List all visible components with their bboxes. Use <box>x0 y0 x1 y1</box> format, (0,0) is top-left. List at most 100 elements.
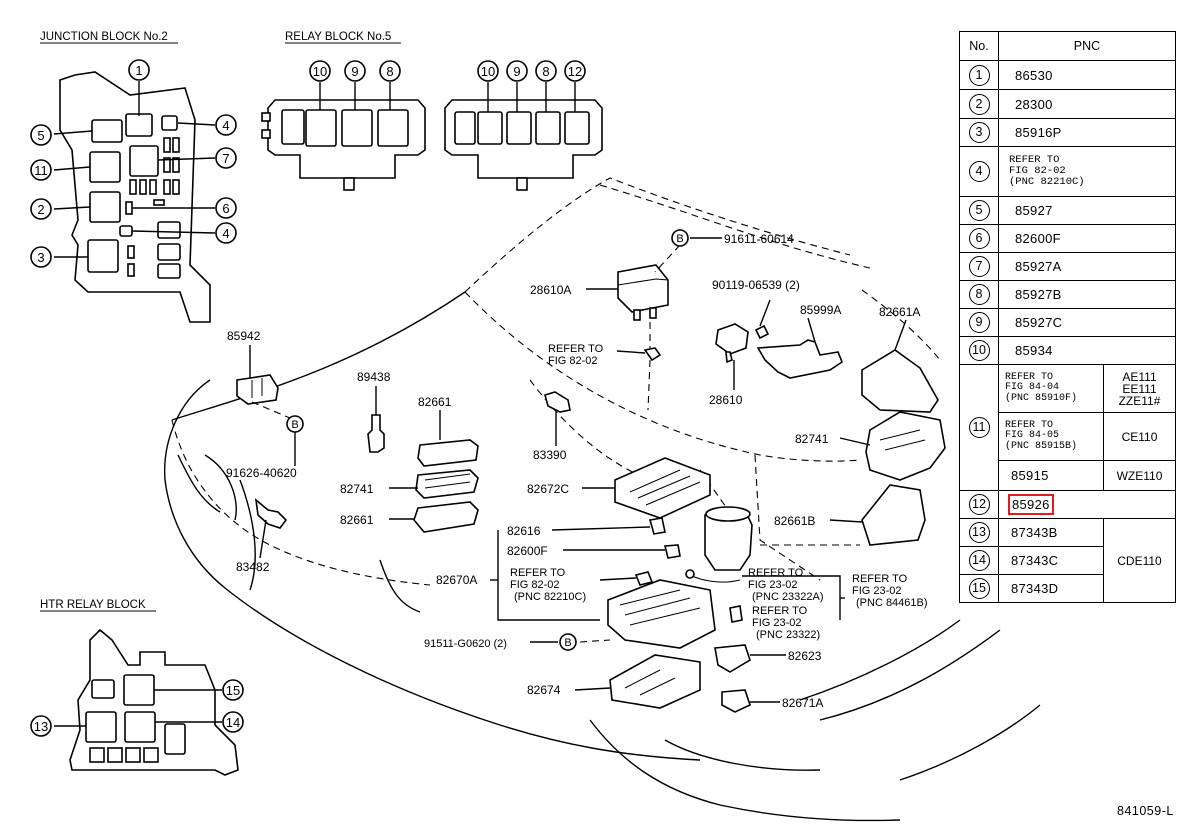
label-89438: 89438 <box>357 370 391 384</box>
junction-block-no2: JUNCTION BLOCK No.2 <box>40 31 216 323</box>
row-pnc[interactable]: 82600F <box>1015 231 1061 246</box>
row-number: 6 <box>968 228 990 249</box>
row-pnc[interactable]: 85927B <box>1015 287 1062 302</box>
row-pnc[interactable]: 87343D <box>1011 581 1059 596</box>
figure-code: 841059-L <box>1117 804 1174 818</box>
row-pnc[interactable]: 87343B <box>1011 525 1058 540</box>
row-number: 8 <box>968 284 990 305</box>
row-number: 9 <box>968 312 990 333</box>
label-refer-23322-a: REFER TO <box>752 605 808 617</box>
label-refer-23322a-a: REFER TO <box>748 567 804 579</box>
row-pnc[interactable]: 85927C <box>1015 315 1063 330</box>
highlighted-pnc[interactable]: 85926 <box>1008 494 1054 515</box>
callout-4-top: 4 <box>222 118 229 133</box>
row-pnc[interactable]: 85916P <box>1015 125 1062 140</box>
callout-8-left: 8 <box>386 64 393 79</box>
label-82661a: 82661A <box>879 305 920 319</box>
row-pnc[interactable]: 86530 <box>1015 67 1053 83</box>
note-line: (PNC 85910F) <box>1005 392 1078 404</box>
callout-5: 5 <box>37 128 44 143</box>
label-refer-23322-b: FIG 23-02 <box>752 617 802 629</box>
row-number: 14 <box>968 550 990 571</box>
label-82741-right: 82741 <box>795 432 829 446</box>
row-pnc[interactable]: 85915 <box>1011 468 1049 483</box>
callout-1: 1 <box>135 63 142 78</box>
row-number: 13 <box>968 522 990 543</box>
label-refer-23322a-b: FIG 23-02 <box>748 579 798 591</box>
table-header: No. PNC <box>959 31 1176 61</box>
note-line: (PNC 82210C) <box>1009 176 1085 188</box>
label-91511: 91511-G0620 (2) <box>424 638 507 650</box>
callout-9-right: 9 <box>513 64 520 79</box>
callout-4-bottom: 4 <box>222 226 229 241</box>
label-82741-left: 82741 <box>340 482 374 496</box>
table-row-11a: 11 REFER TO FIG 84-04 (PNC 85910F) AE111… <box>959 364 1176 491</box>
label-82661-top: 82661 <box>418 395 452 409</box>
row-number: 11 <box>968 417 990 438</box>
label-28610: 28610 <box>709 393 743 407</box>
table-row: 13 87343B CDE110 <box>959 518 1176 603</box>
relay-block-title: RELAY BLOCK No.5 <box>285 31 391 43</box>
table-row-11c: 85915 WZE110 <box>960 460 1176 491</box>
callout-3: 3 <box>37 250 44 265</box>
callout-10-left: 10 <box>313 64 327 79</box>
label-refer-84461b-c: (PNC 84461B) <box>856 597 928 609</box>
part-labels: 85942 91626-40620 83482 89438 82661 8274… <box>226 232 928 710</box>
row-number: 5 <box>968 200 990 221</box>
table-row-11b: REFER TO FIG 84-05 (PNC 85915B) CE110 <box>960 412 1176 461</box>
label-83482: 83482 <box>236 560 270 574</box>
label-refer-84461b-b: FIG 23-02 <box>852 585 902 597</box>
label-refer-82210c-b: FIG 82-02 <box>510 579 560 591</box>
callout-9-left: 9 <box>351 64 358 79</box>
vehicle-outline <box>163 177 1041 822</box>
label-91611: 91611-60614 <box>724 232 794 246</box>
label-82600f: 82600F <box>507 544 548 558</box>
row-pnc[interactable]: 85927 <box>1015 203 1053 218</box>
row-pnc[interactable]: 28300 <box>1015 96 1053 112</box>
callout-11: 11 <box>34 163 48 178</box>
row-pnc[interactable]: 87343C <box>1011 553 1059 568</box>
row-number: 7 <box>968 256 990 277</box>
table-row: 15 87343D <box>959 574 1176 603</box>
label-refer-82-02-b: FIG 82-02 <box>548 355 598 367</box>
row-pnc[interactable]: 85934 <box>1015 343 1053 358</box>
table-row: 7 85927A <box>959 252 1176 281</box>
applicability: EE111 <box>1122 381 1157 396</box>
label-28610a: 28610A <box>530 283 571 297</box>
table-row: 14 87343C <box>959 546 1176 575</box>
note-line: REFER TO <box>1005 371 1054 383</box>
table-row: 10 85934 <box>959 336 1176 365</box>
pnc-table: No. PNC 1 86530 2 28300 3 85916P 4 REFER… <box>959 31 1176 603</box>
note-line: (PNC 85915B) <box>1005 440 1078 452</box>
components <box>236 237 946 713</box>
callout-10-right: 10 <box>481 64 495 79</box>
applicability: CE110 <box>1121 429 1158 444</box>
callout-12: 12 <box>568 64 582 79</box>
callout-14: 14 <box>226 715 240 730</box>
label-85942: 85942 <box>227 329 261 343</box>
note-line: REFER TO <box>1005 419 1054 431</box>
htr-relay-block: HTR RELAY BLOCK <box>40 599 239 776</box>
callout-2: 2 <box>37 202 44 217</box>
label-refer-82210c-c: (PNC 82210C) <box>514 591 586 603</box>
row-number: 3 <box>968 122 990 143</box>
callout-8-right: 8 <box>542 64 549 79</box>
label-82661-left: 82661 <box>340 513 374 527</box>
applicability: ZZE11# <box>1118 393 1161 408</box>
note-line: FIG 84-05 <box>1005 430 1060 442</box>
row-number: 12 <box>968 494 990 515</box>
label-82674: 82674 <box>527 683 561 697</box>
label-82670a: 82670A <box>436 573 477 587</box>
row-number: 4 <box>968 161 990 182</box>
applicability: AE111 <box>1122 369 1157 384</box>
row-pnc[interactable]: 85927A <box>1015 259 1062 274</box>
table-row: 5 85927 <box>959 196 1176 225</box>
htr-relay-block-title: HTR RELAY BLOCK <box>40 599 146 611</box>
row-number: 10 <box>968 340 990 361</box>
label-90119: 90119-06539 (2) <box>712 278 800 292</box>
callout-15: 15 <box>226 683 240 698</box>
row-number: 2 <box>968 93 990 115</box>
table-row: 4 REFER TO FIG 82-02 (PNC 82210C) <box>959 146 1176 197</box>
table-row-12: 12 85926 <box>959 490 1176 519</box>
